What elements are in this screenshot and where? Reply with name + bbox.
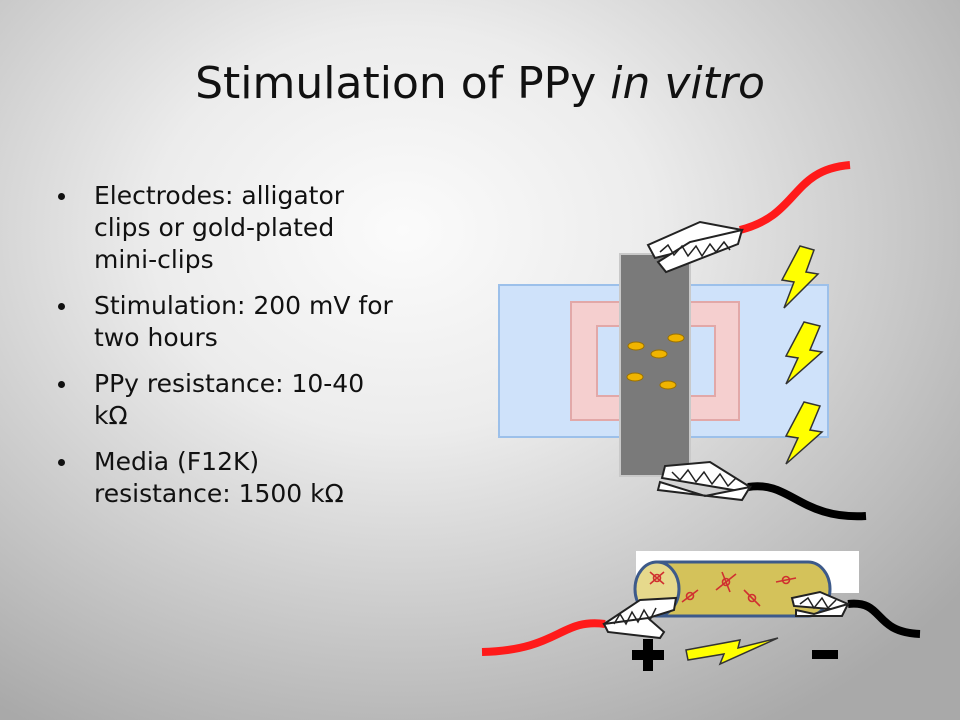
bullet-dot-icon — [58, 303, 65, 310]
title-main: Stimulation of PPy — [195, 58, 611, 109]
bullet-text: PPy resistance: 10-40 — [94, 369, 365, 398]
bullet-list: Electrodes: alligator clips or gold-plat… — [58, 180, 458, 524]
lightning-bolt-icon — [784, 401, 824, 465]
alligator-clip-icon — [656, 460, 753, 502]
bullet-stimulation: Stimulation: 200 mV for two hours — [58, 290, 458, 354]
alligator-clip-icon — [790, 590, 850, 617]
cell-icon — [650, 349, 668, 359]
lightning-bolt-icon — [780, 245, 820, 309]
bullet-electrodes: Electrodes: alligator clips or gold-plat… — [58, 180, 458, 276]
positive-wire-top — [738, 161, 851, 234]
plus-sign-icon — [632, 639, 664, 671]
bullet-text: mini-clips — [94, 245, 214, 274]
lightning-bolt-icon — [685, 637, 779, 666]
conduit-cells — [649, 571, 797, 607]
bullet-text: Media (F12K) — [94, 447, 260, 476]
positive-wire-bottom — [481, 619, 606, 656]
cell-icon — [627, 341, 645, 351]
bullet-text: resistance: 1500 kΩ — [94, 479, 344, 508]
ppy-film — [619, 253, 691, 477]
alligator-clip-icon — [602, 596, 678, 640]
bullet-dot-icon — [58, 459, 65, 466]
bullet-dot-icon — [58, 193, 65, 200]
cell-icon — [685, 591, 695, 601]
lightning-bolts — [780, 245, 824, 465]
bullet-text: two hours — [94, 323, 218, 352]
lightning-bolt-icon — [784, 321, 824, 385]
cell-icon — [626, 372, 644, 382]
cell-icon — [667, 333, 685, 343]
bullet-ppy-resistance: PPy resistance: 10-40 kΩ — [58, 368, 458, 432]
slide-title: Stimulation of PPy in vitro — [0, 58, 960, 109]
in-vitro-setup — [498, 253, 829, 477]
alligator-clip-icon — [646, 220, 744, 274]
negative-wire-bottom — [847, 599, 921, 638]
cell-icon — [721, 577, 731, 587]
cell-icon — [659, 380, 677, 390]
bullet-text: Electrodes: alligator — [94, 181, 345, 210]
negative-wire-top — [747, 482, 867, 521]
title-italic: in vitro — [610, 58, 765, 109]
bullet-text: clips or gold-plated — [94, 213, 335, 242]
cell-icon — [747, 593, 757, 603]
bullet-dot-icon — [58, 381, 65, 388]
cells — [626, 333, 685, 390]
bullet-text: kΩ — [94, 401, 128, 430]
bullet-media-resistance: Media (F12K) resistance: 1500 kΩ — [58, 446, 458, 510]
bullet-text: Stimulation: 200 mV for — [94, 291, 393, 320]
minus-sign-icon — [812, 650, 838, 659]
cell-icon — [652, 573, 662, 583]
